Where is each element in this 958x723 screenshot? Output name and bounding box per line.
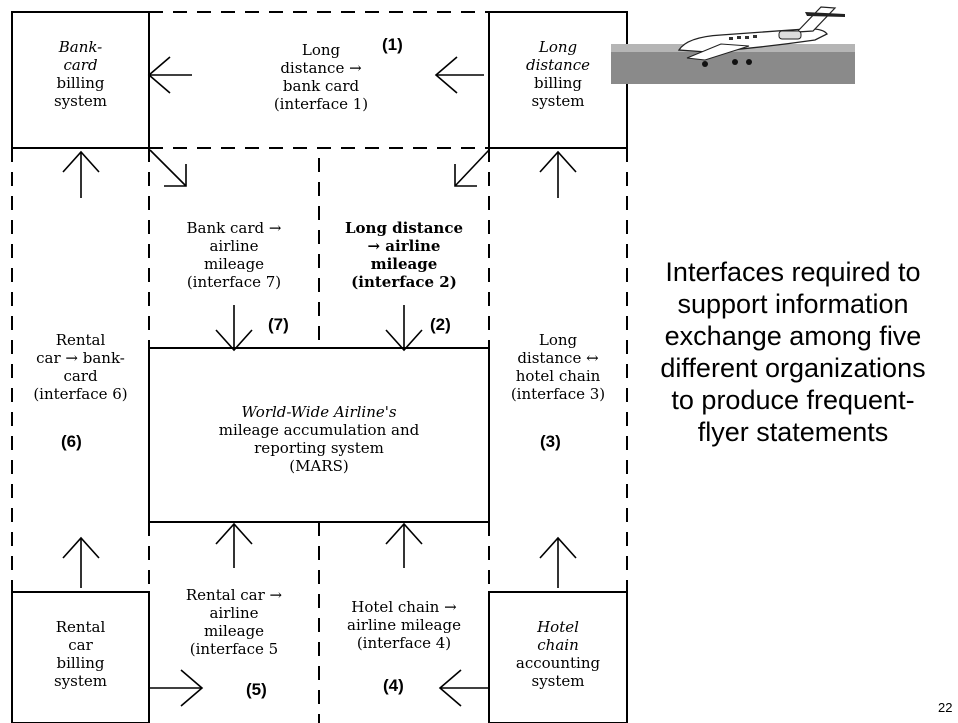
interface-4-number: (4) [383,676,404,695]
rental-car-box [11,591,150,723]
page-number: 22 [938,700,953,715]
interface-4-label: Hotel chain →airline mileage(interface 4… [347,598,461,652]
hotel-box [488,591,628,723]
interface-5-number: (5) [246,680,267,699]
interface-1-number: (1) [382,35,403,54]
interface-3-number: (3) [540,432,561,451]
interface-6-number: (6) [61,432,82,451]
bank-card-box [11,11,150,149]
business-jet-icon [611,6,855,84]
interface-2-number: (2) [430,315,451,334]
interface-7-number: (7) [268,315,289,334]
